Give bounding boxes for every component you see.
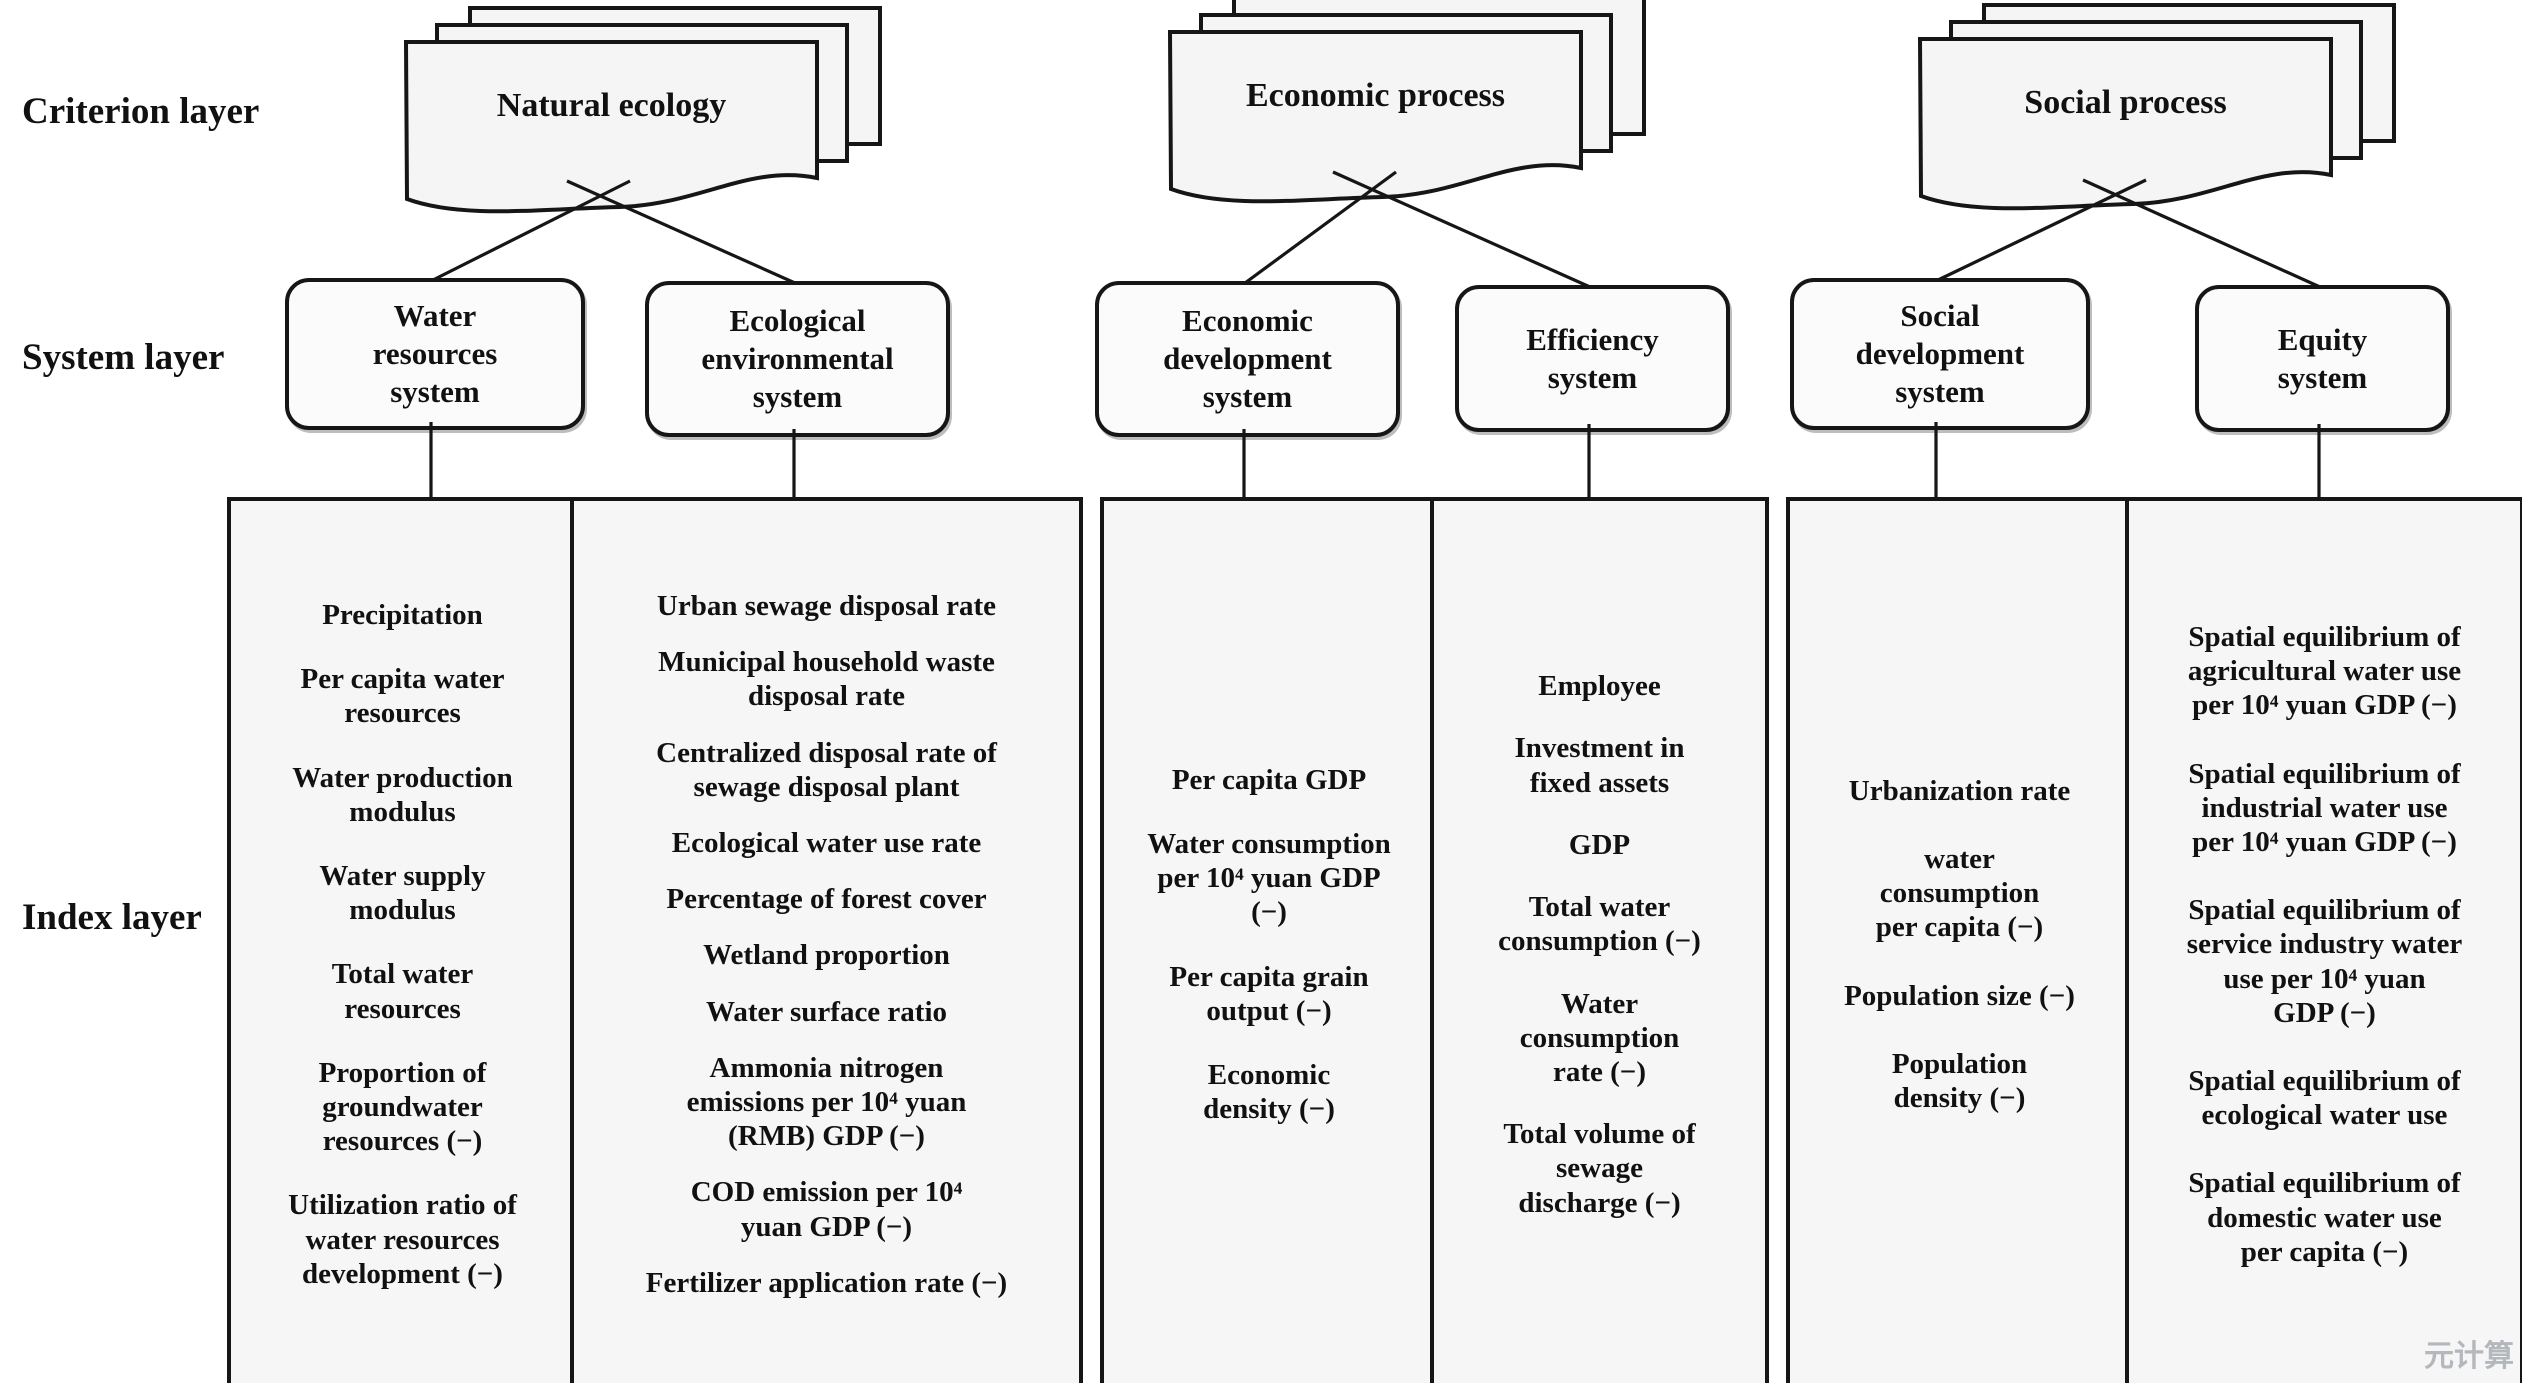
system-box-label: Water resources system [372,298,498,409]
indicator: Population density (−) [1891,1047,2028,1115]
indicator: Economic density (−) [1203,1058,1335,1126]
indicator: Proportion of groundwater resources (−) [318,1056,487,1158]
system-box-equity: Equity system [2195,285,2450,432]
indicator: Investment in fixed assets [1514,732,1685,799]
indicator: Water consumption per 10⁴ yuan GDP (−) [1147,827,1391,929]
criterion-doc-stack-natural-ecology: Natural ecology [404,6,884,221]
criterion-layer-label: Criterion layer [22,91,260,132]
criterion-doc-stack-social-process: Social process [1918,3,2398,218]
system-box-label: Ecological environmental system [701,303,894,414]
indicator: Total volume of sewage discharge (−) [1503,1118,1696,1219]
criterion-title: Natural ecology [496,87,727,124]
watermark: 元计算 [2424,1339,2514,1374]
indicator: Spatial equilibrium of ecological water … [2188,1065,2461,1132]
criterion-title: Economic process [1245,77,1506,114]
indicator: Utilization ratio of water resources dev… [288,1189,517,1290]
indicator: Total water consumption (−) [1498,891,1701,958]
criterion-title: Social process [2024,84,2227,121]
indicator: Precipitation [322,598,483,631]
indicator: Per capita grain output (−) [1169,960,1369,1027]
indicator: water consumption per capita (−) [1875,842,2044,944]
index-panel-ecological-environmental: Urban sewage disposal rate Municipal hou… [570,497,1083,1383]
indicator: Water supply modulus [319,859,486,927]
indicator: Ammonia nitrogen emissions per 10⁴ yuan … [686,1051,967,1153]
system-box-efficiency: Efficiency system [1455,285,1730,432]
indicator: Urban sewage disposal rate [656,589,997,622]
indicator: Percentage of forest cover [666,883,987,916]
indicator: Spatial equilibrium of service industry … [2186,894,2463,1029]
indicator: Wetland proportion [703,939,950,972]
indicator: Employee [1538,670,1661,703]
index-panel-equity: Spatial equilibrium of agricultural wate… [2125,497,2522,1383]
criterion-doc-stack-economic-process: Economic process [1168,0,1648,211]
indicator: Urbanization rate [1848,774,2071,807]
index-panel-social-development: Urbanization rate water consumption per … [1786,497,2133,1383]
indicator: Water surface ratio [705,995,948,1028]
indicator: Spatial equilibrium of domestic water us… [2188,1167,2461,1268]
indicator: Population size (−) [1844,979,2075,1012]
index-layer-label: Index layer [22,897,202,938]
index-panel-water-resources: Precipitation Per capita water resources… [227,497,578,1383]
indicator: Water consumption rate (−) [1519,987,1680,1088]
indicator: COD emission per 10⁴ yuan GDP (−) [690,1176,963,1243]
system-box-label: Economic development system [1163,303,1332,414]
indicator: Total water resources [331,958,474,1025]
indicator: Per capita GDP [1171,763,1367,796]
indicator: Spatial equilibrium of industrial water … [2188,757,2461,858]
indicator: Water production modulus [292,761,513,828]
indicator: Municipal household waste disposal rate [658,646,995,713]
indicator: Ecological water use rate [671,826,982,859]
index-panel-efficiency: Employee Investment in fixed assets GDP … [1430,497,1769,1383]
indicator: Fertilizer application rate (−) [645,1266,1008,1299]
system-box-water-resources: Water resources system [285,278,585,430]
indicator: Spatial equilibrium of agricultural wate… [2187,620,2462,722]
stacked-document-icon [1918,3,2396,211]
system-box-label: Equity system [2277,321,2368,395]
system-box-social-development: Social development system [1790,278,2090,430]
system-box-label: Social development system [1855,298,2025,409]
stacked-document-icon [1168,0,1646,204]
system-box-label: Efficiency system [1526,321,1659,395]
system-box-economic-development: Economic development system [1095,281,1400,437]
system-box-ecological-environmental: Ecological environmental system [645,281,950,437]
system-layer-label: System layer [22,337,225,378]
indicator: Per capita water resources [300,663,505,730]
indicator: GDP [1568,828,1631,861]
indicator: Centralized disposal rate of sewage disp… [656,736,997,803]
index-panel-economic-development: Per capita GDP Water consumption per 10⁴… [1100,497,1438,1383]
